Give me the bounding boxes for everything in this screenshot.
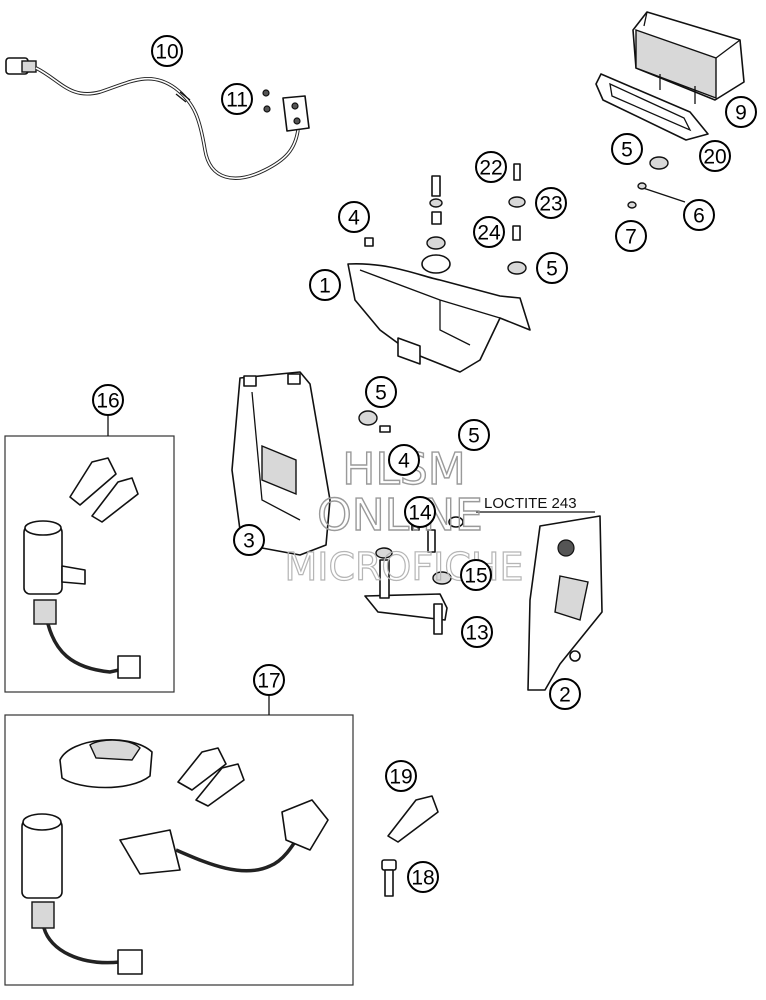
callout-circle: [404, 496, 436, 528]
callout-circle: [338, 201, 370, 233]
callout-label: 2: [559, 684, 571, 707]
callout-13: 13: [461, 616, 493, 648]
callout-label: 16: [96, 390, 119, 413]
ignition-lock-kit-17: [21, 739, 329, 975]
callout-circle: [253, 664, 285, 696]
watermark-line-2: ONLINE: [317, 490, 483, 541]
callout-label: 6: [693, 205, 705, 228]
callout-5c: 5: [365, 376, 397, 408]
callout-label: 3: [243, 530, 255, 553]
upper-fasteners-part: [364, 163, 527, 275]
callout-20: 20: [699, 140, 731, 172]
right-cover-part: [527, 515, 603, 691]
key-blank-part: [387, 795, 439, 843]
callout-label: 13: [465, 622, 488, 645]
callout-7: 7: [615, 220, 647, 252]
callout-circle: [611, 133, 643, 165]
lock-bolt-part: [381, 859, 397, 897]
callout-17: 17: [253, 664, 285, 696]
callout-19: 19: [385, 760, 417, 792]
wiring-harness-part: [5, 57, 300, 180]
callout-label: 5: [621, 139, 633, 162]
callout-circle: [309, 269, 341, 301]
instrument-fasteners-part: [627, 156, 686, 209]
callout-23: 23: [535, 187, 567, 219]
callout-label: 17: [257, 670, 280, 693]
instrument-gasket-part: [595, 73, 709, 141]
loctite-note: LOCTITE 243: [484, 495, 577, 512]
callout-label: 5: [546, 258, 558, 281]
callout-label: 11: [226, 89, 248, 112]
callout-22: 22: [475, 151, 507, 183]
callout-2: 2: [549, 678, 581, 710]
callout-label: 4: [348, 207, 360, 230]
callout-circle: [699, 140, 731, 172]
callout-circle: [475, 151, 507, 183]
callout-label: 1: [319, 275, 331, 298]
callout-circle: [385, 760, 417, 792]
callout-circle: [233, 524, 265, 556]
callout-10: 10: [151, 35, 183, 67]
callout-circle: [221, 83, 253, 115]
callout-circle: [615, 220, 647, 252]
callout-circle: [535, 187, 567, 219]
callout-circle: [365, 376, 397, 408]
callout-14: 14: [404, 496, 436, 528]
callout-label: 18: [411, 867, 434, 890]
callout-15: 15: [460, 559, 492, 591]
callout-label: 7: [625, 226, 637, 249]
callout-5a: 5: [611, 133, 643, 165]
bracket-upper-part: [347, 254, 531, 373]
callout-4a: 4: [338, 201, 370, 233]
kit-16-frame: [4, 435, 175, 693]
left-cover-part: [231, 371, 331, 556]
callout-18: 18: [407, 861, 439, 893]
callout-3: 3: [233, 524, 265, 556]
callout-circle: [151, 35, 183, 67]
callout-label: 4: [398, 450, 410, 473]
callout-label: 5: [468, 425, 480, 448]
callout-circle: [407, 861, 439, 893]
callout-circle: [725, 96, 757, 128]
callout-label: 19: [389, 766, 412, 789]
callout-label: 14: [408, 502, 432, 525]
callout-label: 15: [464, 565, 487, 588]
callout-label: 24: [477, 222, 501, 245]
connector-bracket-part: [262, 89, 310, 132]
lower-bracket-part: [364, 547, 448, 635]
callout-circle: [549, 678, 581, 710]
callout-label: 10: [155, 41, 178, 64]
callout-6: 6: [683, 199, 715, 231]
callout-label: 9: [735, 102, 747, 125]
callout-5b: 5: [536, 252, 568, 284]
callout-label: 20: [703, 146, 726, 169]
callout-circle: [460, 559, 492, 591]
callout-label: 22: [479, 157, 502, 180]
callout-9: 9: [725, 96, 757, 128]
callout-circle: [458, 419, 490, 451]
ignition-lock-kit-16: [23, 457, 141, 679]
callout-circle: [92, 384, 124, 416]
callout-4b: 4: [388, 444, 420, 476]
callout-1: 1: [309, 269, 341, 301]
kit-17-frame: [4, 714, 354, 986]
callout-circle: [683, 199, 715, 231]
callout-label: 5: [375, 382, 387, 405]
callout-24: 24: [473, 216, 505, 248]
callout-16: 16: [92, 384, 124, 416]
callout-circle: [388, 444, 420, 476]
callout-circle: [473, 216, 505, 248]
callout-circle: [536, 252, 568, 284]
callout-5d: 5: [458, 419, 490, 451]
callout-circle: [461, 616, 493, 648]
instrument-cluster-part: [632, 11, 745, 104]
callout-label: 23: [539, 193, 562, 216]
callout-11: 11: [221, 83, 253, 115]
